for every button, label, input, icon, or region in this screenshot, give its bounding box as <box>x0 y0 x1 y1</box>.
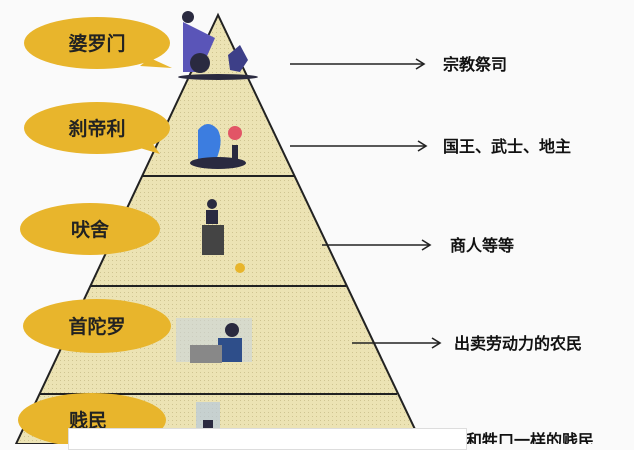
tier-description: 国王、武士、地主 <box>443 137 571 156</box>
tier-description: 宗教祭司 <box>443 55 507 74</box>
tier-description: 和牲口一样的贱民 <box>466 431 594 444</box>
tier-name: 刹帝利 <box>68 117 125 140</box>
tier-label-vaishya: 吠舍 <box>20 203 160 255</box>
tier-label-shudra: 首陀罗 <box>23 299 171 353</box>
tier-name: 吠舍 <box>71 218 110 241</box>
tier-name: 贱民 <box>69 410 107 432</box>
bottom-overlay-bar <box>68 428 467 450</box>
worker-illustration <box>176 318 252 363</box>
tier-label-brahmin: 婆罗门 <box>24 17 172 69</box>
king-illustration <box>190 124 246 169</box>
tier-name: 婆罗门 <box>68 32 125 55</box>
merchant-illustration <box>202 199 245 273</box>
tier-description: 出卖劳动力的农民 <box>454 334 582 353</box>
tier-name: 首陀罗 <box>68 315 125 338</box>
priest-illustration <box>178 11 258 80</box>
tier-description: 商人等等 <box>450 236 514 255</box>
tier-label-kshatriya: 刹帝利 <box>24 102 170 154</box>
